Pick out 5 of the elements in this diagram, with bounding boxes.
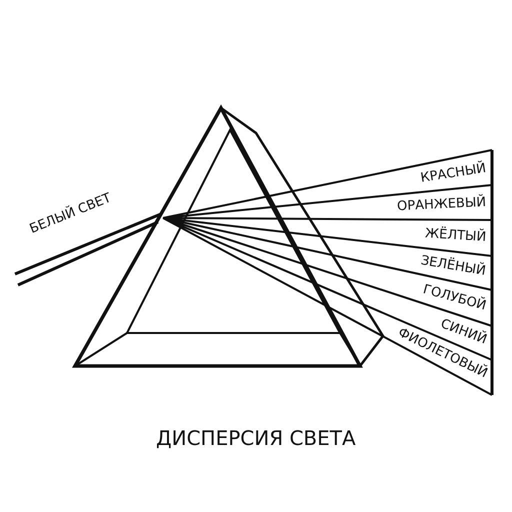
spectrum-label: КРАСНЫЙ — [420, 162, 487, 185]
caption: ДИСПЕРСИЯ СВЕТА — [156, 428, 356, 448]
spectrum-label: ЖЁЛТЫЙ — [424, 227, 487, 244]
spectrum-label: ЗЕЛЁНЫЙ — [420, 254, 487, 278]
spectrum-label: ОРАНЖЕВЫЙ — [396, 196, 486, 214]
